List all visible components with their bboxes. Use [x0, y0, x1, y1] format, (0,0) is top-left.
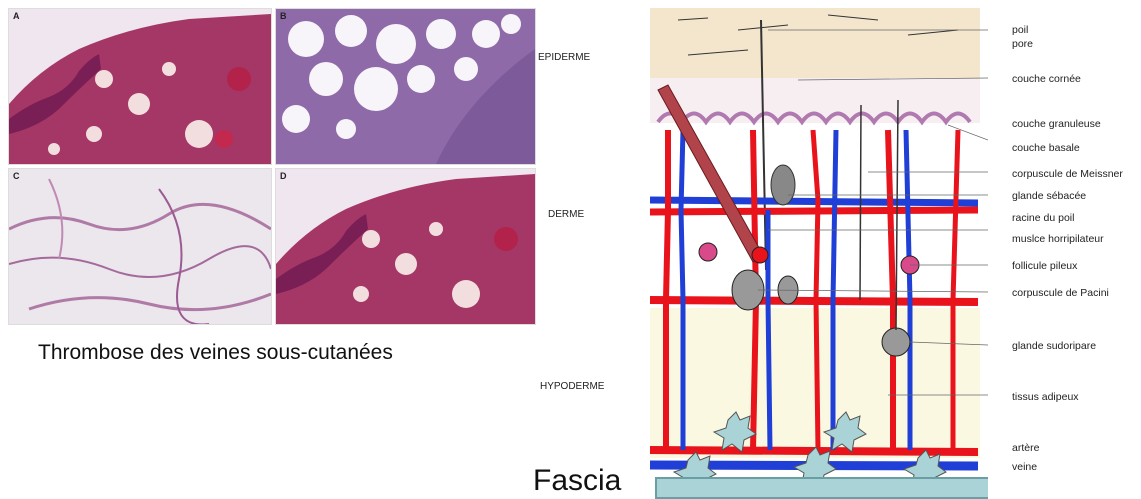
label-poil: poil	[1012, 24, 1028, 36]
label-glande-sebacee: glande sébacée	[1012, 190, 1086, 202]
zone-label-hypoderme: HYPODERME	[540, 381, 604, 392]
figure-caption: Thrombose des veines sous-cutanées	[38, 341, 393, 365]
label-muscle: muslce horripilateur	[1012, 233, 1104, 245]
label-artere: artère	[1012, 442, 1039, 454]
label-veine: veine	[1012, 461, 1037, 473]
fascia-band	[656, 478, 988, 498]
histology-image-b	[276, 9, 535, 164]
histology-panel-c: C	[8, 168, 272, 325]
label-racine-poil: racine du poil	[1012, 212, 1074, 224]
histology-panel-a: A	[8, 8, 272, 165]
vein-horizontal-1	[650, 200, 978, 203]
label-tissus-adipeux: tissus adipeux	[1012, 391, 1079, 403]
label-pacini: corpuscule de Pacini	[1012, 287, 1109, 299]
histology-image-c	[9, 169, 271, 324]
fascia-label: Fascia	[533, 464, 621, 498]
sweat-gland	[882, 328, 910, 356]
zone-label-epiderme: EPIDERME	[538, 52, 590, 63]
panel-letter-d: D	[280, 171, 287, 181]
panel-letter-a: A	[13, 11, 20, 21]
histology-image-d	[276, 169, 535, 324]
label-couche-basale: couche basale	[1012, 142, 1080, 154]
panel-letter-b: B	[280, 11, 287, 21]
label-couche-granuleuse: couche granuleuse	[1012, 118, 1101, 130]
label-couche-cornee: couche cornée	[1012, 73, 1081, 85]
histology-panel-b: B	[275, 8, 536, 165]
sebaceous-gland	[771, 165, 795, 205]
label-meissner: corpuscule de Meissner	[1012, 168, 1123, 180]
epidermis-layer	[650, 8, 980, 83]
histology-image-a	[9, 9, 271, 164]
zone-label-derme: DERME	[548, 209, 584, 220]
histology-panel-d: D	[275, 168, 536, 325]
label-follicule: follicule pileux	[1012, 260, 1077, 272]
label-glande-sudoripare: glande sudoripare	[1012, 340, 1096, 352]
artery-horizontal-1	[650, 210, 978, 212]
label-pore: pore	[1012, 38, 1033, 50]
panel-letter-c: C	[13, 171, 20, 181]
skin-diagram	[648, 0, 988, 499]
